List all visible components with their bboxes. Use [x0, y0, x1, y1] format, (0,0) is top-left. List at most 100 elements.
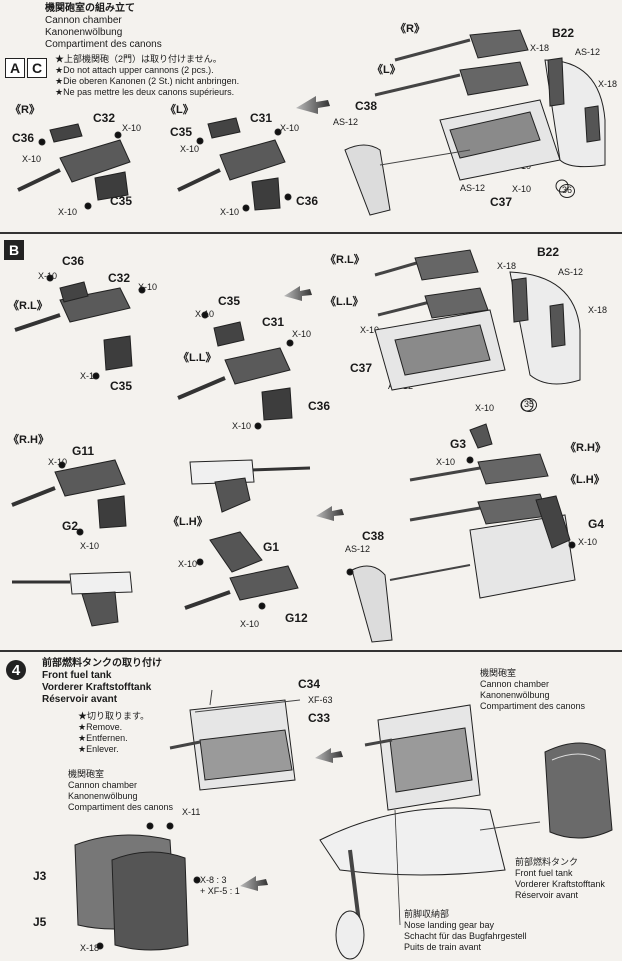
x18-label: X-18: [588, 305, 608, 315]
x10-label: X-10: [180, 144, 200, 154]
step4-title-en: Front fuel tank: [42, 670, 112, 681]
part-c36: C36: [308, 399, 331, 413]
chamber-assembly-b: [374, 249, 581, 412]
x10-label: X-10: [240, 619, 260, 629]
x10-label: X-10: [475, 403, 495, 413]
x18-label: X-18: [80, 943, 100, 953]
cannon-lh-detail-drawing: [189, 459, 311, 513]
part-b22: B22: [537, 245, 560, 259]
x10-label: X-10: [292, 329, 312, 339]
gear-de: Schacht für das Bugfahrgestell: [404, 931, 527, 941]
label-ll: 《L.L》: [325, 296, 364, 308]
x10-label: X-10: [178, 559, 198, 569]
tank-jp: 前部燃料タンク: [515, 857, 579, 867]
x10-label: X-10: [512, 184, 532, 194]
cannon-rh-drawing: [11, 459, 127, 536]
part-c36: C36: [296, 194, 319, 208]
cannon-rh-detail-drawing: [12, 571, 133, 627]
x10-label: X-10: [220, 207, 240, 217]
x10-label: X-10: [80, 371, 100, 381]
x10-label: X-10: [80, 541, 100, 551]
tank-fr: Réservoir avant: [515, 890, 579, 900]
remove-fr: ★Enlever.: [78, 744, 119, 754]
part-c37: C37: [490, 195, 513, 209]
part-c35: C35: [110, 379, 133, 393]
x10-label: X-10: [48, 457, 68, 467]
part-g1: G1: [263, 540, 280, 554]
cannon-r-drawing: [17, 123, 131, 210]
chamber-en: Cannon chamber: [68, 780, 138, 790]
x10-label: X-10: [22, 154, 42, 164]
part-c35: C35: [110, 194, 133, 208]
x11-label: X-11: [182, 807, 201, 817]
chamber-fr: Compartiment des canons: [480, 701, 586, 711]
section-ac-title-fr: Compartiment des canons: [45, 39, 162, 50]
x18-label: X-18: [497, 261, 517, 271]
chamber-en: Cannon chamber: [480, 679, 550, 689]
chamber-assembly-ac: [344, 29, 606, 216]
chamber-fr: Compartiment des canons: [68, 802, 174, 812]
tank-de: Vorderer Kraftstofftank: [515, 879, 605, 889]
part-c31: C31: [250, 111, 273, 125]
step4-fuel-tank-drawing: [544, 742, 613, 839]
part-c35: C35: [170, 125, 193, 139]
xf63-label: XF-63: [308, 695, 333, 705]
step4-title-de: Vorderer Kraftstofftank: [42, 682, 152, 693]
part-c34: C34: [298, 677, 321, 691]
part-b22: B22: [552, 26, 575, 40]
label-rh: 《R.H》: [8, 434, 49, 446]
cannon-l-drawing: [177, 117, 292, 212]
section-ac-title-jp: 機関砲室の組み立て: [45, 3, 135, 14]
note-jp: ★上部機関砲（2門）は取り付けません。: [55, 54, 222, 64]
xf5-label: + XF-5 : 1: [200, 886, 240, 896]
gear-jp: 前脚収納部: [404, 909, 450, 919]
part-j5: J5: [33, 915, 47, 929]
chamber-de: Kanonenwölbung: [68, 791, 138, 801]
remove-de: ★Entfernen.: [78, 733, 128, 743]
cannon-lh-drawing: [184, 531, 299, 610]
chamber-jp: 機関砲室: [68, 769, 105, 779]
section-ac-title-en: Cannon chamber: [45, 15, 122, 26]
section-ac-title-de: Kanonenwölbung: [45, 27, 123, 38]
part-c31: C31: [262, 315, 285, 329]
part-c36: C36: [62, 254, 85, 268]
as12-label: AS-12: [460, 183, 486, 193]
step4-title-jp: 前部燃料タンクの取り付け: [42, 658, 162, 669]
step4-chamber-drawing: [169, 689, 301, 791]
part-c32: C32: [108, 271, 131, 285]
x8-label: X-8 : 3: [200, 875, 227, 885]
part-g11: G11: [72, 444, 95, 458]
x10-label: X-10: [360, 325, 380, 335]
step-label-b: B: [4, 240, 24, 260]
label-rl: 《R.L》: [325, 254, 365, 266]
part-g12: G12: [285, 611, 308, 625]
note-en: ★Do not attach upper cannons (2 pcs.).: [55, 65, 214, 75]
step-number-4: 4: [6, 660, 26, 680]
x10-label: X-10: [58, 207, 78, 217]
step-label-a: A: [5, 58, 25, 78]
part-g2: G2: [62, 519, 79, 533]
x10-label: X-10: [138, 282, 158, 292]
gear-fr: Puits de train avant: [404, 942, 482, 952]
part-j3: J3: [33, 869, 47, 883]
x10-label: X-10: [232, 421, 252, 431]
x18-label: X-18: [530, 43, 550, 53]
chamber-de: Kanonenwölbung: [480, 690, 550, 700]
part-c38: C38: [355, 99, 378, 113]
label-rl: 《R.L》: [8, 300, 48, 312]
label-lh: 《L.H》: [168, 516, 208, 528]
label-r: 《R》: [395, 23, 425, 35]
part-c35: C35: [218, 294, 241, 308]
part-g3: G3: [450, 437, 467, 451]
ref-35: 35: [521, 398, 538, 412]
as12-label: AS-12: [345, 544, 371, 554]
label-l: 《L》: [372, 64, 401, 76]
x10-label: X-10: [122, 123, 142, 133]
note-fr: ★Ne pas mettre les deux canons supérieur…: [55, 87, 235, 97]
remove-jp: ★切り取ります。: [78, 711, 150, 721]
part-c38: C38: [362, 529, 385, 543]
label-rh: 《R.H》: [565, 442, 606, 454]
x10-label: X-10: [436, 457, 456, 467]
chamber-jp: 機関砲室: [480, 668, 517, 678]
